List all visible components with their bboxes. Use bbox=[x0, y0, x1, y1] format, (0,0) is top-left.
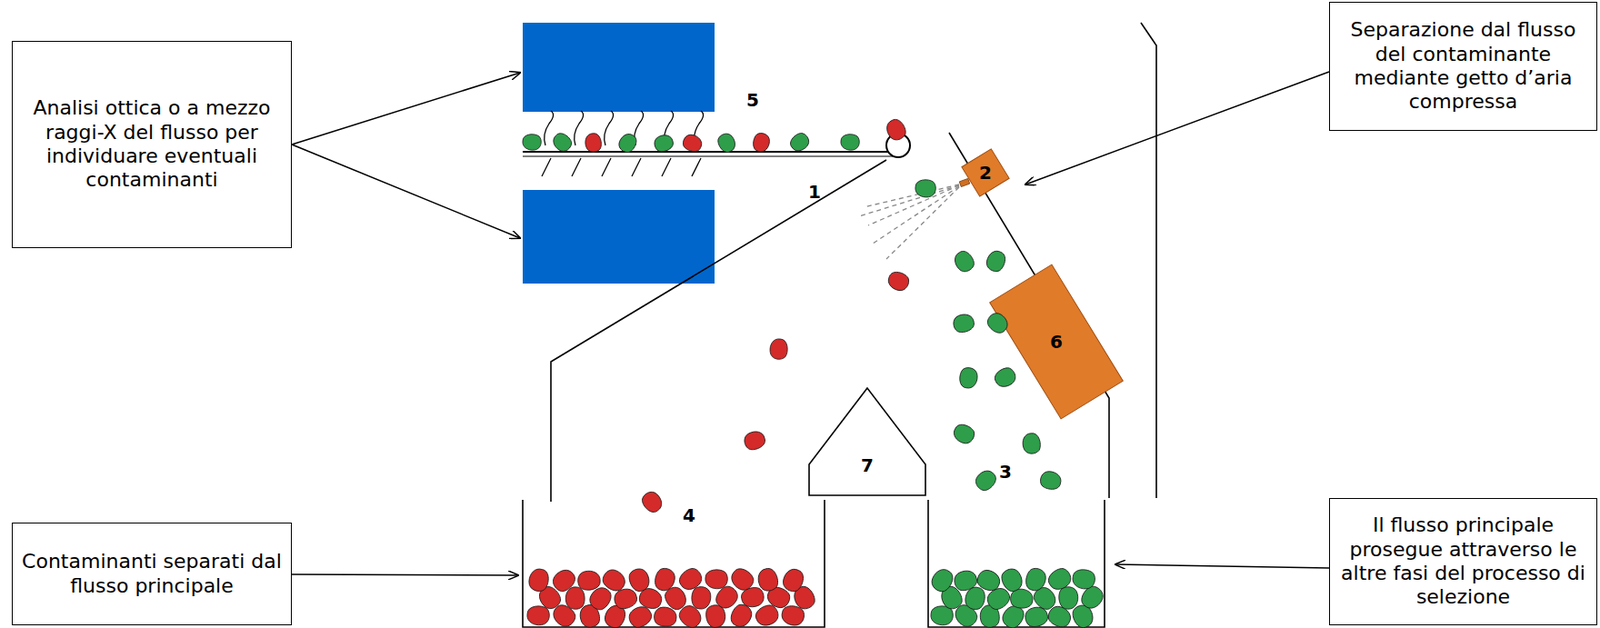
product-piece bbox=[951, 568, 980, 594]
product-piece bbox=[1020, 431, 1042, 455]
ejector-block bbox=[990, 264, 1124, 420]
contaminant-piece bbox=[755, 566, 780, 594]
sensor-ray bbox=[571, 158, 581, 177]
callout-number: 3 bbox=[999, 460, 1012, 483]
contaminant-piece bbox=[652, 566, 678, 593]
product-pieces bbox=[522, 116, 1107, 628]
product-piece bbox=[1058, 586, 1080, 610]
product-piece bbox=[715, 130, 739, 155]
product-piece bbox=[974, 567, 1003, 594]
callout-text: Analisi ottica o a mezzo raggi-X del flu… bbox=[21, 96, 282, 193]
contaminant-piece bbox=[653, 606, 678, 628]
sensor-ray bbox=[661, 158, 671, 177]
product-piece bbox=[550, 130, 575, 154]
callout-number: 6 bbox=[1050, 330, 1063, 353]
contaminant-piece bbox=[705, 570, 729, 590]
product-piece bbox=[984, 248, 1009, 274]
product-piece bbox=[1023, 566, 1048, 593]
conveyor-belt bbox=[522, 150, 896, 153]
housing bbox=[522, 22, 1157, 628]
callout-number: 2 bbox=[979, 161, 992, 184]
contaminant-piece bbox=[676, 565, 706, 595]
sensor-ray bbox=[691, 158, 701, 177]
callout-number: 5 bbox=[746, 89, 760, 111]
contaminant-piece bbox=[626, 566, 653, 595]
callout-text: Il flusso principale prosegue attraverso… bbox=[1339, 513, 1588, 610]
product-piece bbox=[950, 248, 978, 275]
callout-box: Il flusso principale prosegue attraverso… bbox=[1329, 498, 1598, 626]
product-piece bbox=[1039, 470, 1062, 491]
product-piece bbox=[522, 134, 541, 150]
sensor-bottom bbox=[522, 190, 715, 284]
contaminant-piece bbox=[751, 131, 771, 153]
product-piece bbox=[991, 364, 1019, 390]
sensor-ray bbox=[544, 110, 554, 146]
sensor-ray bbox=[601, 158, 611, 177]
contaminant-piece bbox=[727, 565, 757, 594]
sensor-top bbox=[522, 22, 715, 112]
contaminant-piece bbox=[780, 566, 807, 594]
sensor-ray bbox=[631, 158, 641, 177]
contaminant-piece bbox=[770, 339, 788, 360]
sensor-ray bbox=[604, 110, 614, 146]
contaminant-piece bbox=[565, 586, 586, 610]
contaminant-piece bbox=[527, 606, 550, 626]
contaminant-piece bbox=[549, 566, 579, 596]
contaminant-piece bbox=[639, 489, 666, 517]
product-piece bbox=[787, 130, 812, 154]
product-piece bbox=[616, 130, 640, 155]
callout-box: Separazione dal flusso del contaminante … bbox=[1329, 1, 1598, 131]
product-piece bbox=[1045, 565, 1075, 594]
sensor-ray bbox=[541, 158, 551, 177]
callout-text: Separazione dal flusso del contaminante … bbox=[1339, 18, 1588, 115]
callout-box: Analisi ottica o a mezzo raggi-X del flu… bbox=[11, 40, 292, 249]
callout-number: 1 bbox=[808, 180, 821, 203]
product-piece bbox=[951, 311, 977, 334]
product-piece bbox=[928, 566, 956, 596]
conveyor-belt bbox=[522, 156, 896, 158]
callout-number: 7 bbox=[860, 454, 874, 477]
product-piece bbox=[950, 421, 977, 447]
contaminant-piece bbox=[690, 586, 711, 610]
contaminant-piece bbox=[680, 132, 704, 154]
contaminant-piece bbox=[883, 116, 910, 143]
contaminant-piece bbox=[527, 567, 550, 593]
product-piece bbox=[998, 566, 1026, 595]
air-jet bbox=[859, 149, 1010, 260]
contaminant-piece bbox=[600, 566, 630, 595]
product-piece bbox=[984, 310, 1012, 337]
product-piece bbox=[959, 367, 979, 390]
sensor-ray bbox=[574, 110, 584, 146]
callout-box: Contaminanti separati dal flusso princip… bbox=[11, 522, 292, 626]
product-piece bbox=[840, 134, 860, 150]
product-piece bbox=[915, 180, 936, 198]
product-piece bbox=[972, 467, 1000, 494]
contaminant-piece bbox=[885, 270, 911, 294]
callout-text: Contaminanti separati dal flusso princip… bbox=[21, 550, 282, 599]
contaminant-piece bbox=[741, 429, 768, 453]
contaminant-piece bbox=[577, 570, 602, 591]
product-piece bbox=[652, 132, 676, 154]
sensor-rays bbox=[541, 110, 704, 177]
product-piece bbox=[1071, 569, 1097, 590]
leader-line bbox=[291, 71, 1330, 576]
contaminant-piece bbox=[583, 131, 603, 153]
callout-number: 4 bbox=[682, 504, 696, 527]
